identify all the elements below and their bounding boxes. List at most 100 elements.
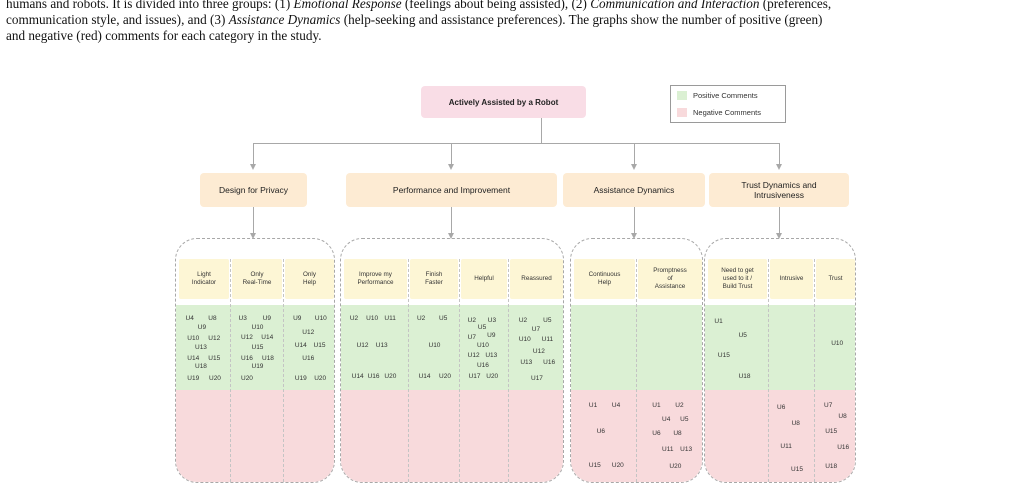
participant-label: U15 bbox=[251, 343, 264, 351]
caption-emotional-response: Emotional Response bbox=[293, 0, 402, 11]
participant-label: U19 bbox=[251, 363, 264, 371]
participant-label: U1 bbox=[652, 402, 661, 410]
participant-label: U4 bbox=[662, 416, 671, 424]
figure-caption: humans and robots. It is divided into th… bbox=[6, 0, 1014, 44]
participant-label: U18 bbox=[825, 463, 838, 471]
group-node: Assistance Dynamics bbox=[563, 173, 705, 207]
subcategory-label: Intrusive bbox=[770, 259, 813, 299]
participant-label: U6 bbox=[777, 403, 786, 411]
branch-line bbox=[253, 143, 254, 165]
participant-label: U5 bbox=[738, 332, 747, 340]
participant-label: U4 bbox=[611, 402, 621, 410]
participant-label: U15 bbox=[313, 342, 326, 350]
group-connector bbox=[634, 207, 635, 235]
participant-label: U16 bbox=[476, 361, 489, 369]
participant-label: U19 bbox=[187, 374, 200, 382]
participant-label: U18 bbox=[195, 363, 207, 371]
participant-label: U2 bbox=[518, 316, 528, 324]
participant-label: U7 bbox=[531, 326, 541, 334]
caption-assistance-dynamics: Assistance Dynamics bbox=[228, 12, 341, 27]
participant-label: U2 bbox=[416, 315, 426, 323]
subcategory-label: Finish Faster bbox=[410, 259, 458, 299]
participant-label: U10 bbox=[187, 334, 200, 342]
caption-text: (preferences, bbox=[759, 0, 832, 11]
branch-line bbox=[634, 143, 635, 165]
participant-label: U19 bbox=[294, 374, 307, 382]
participant-label: U9 bbox=[293, 315, 302, 323]
participant-label: U10 bbox=[251, 323, 264, 331]
participant-label: U14 bbox=[261, 333, 274, 341]
group-connector bbox=[253, 207, 254, 235]
group-node: Trust Dynamics and Intrusiveness bbox=[709, 173, 849, 207]
root-connector bbox=[541, 118, 542, 143]
subcategory-label: Promptness of Assistance bbox=[638, 259, 702, 299]
arrow-icon bbox=[631, 233, 637, 239]
participant-label: U13 bbox=[375, 342, 388, 350]
legend-positive: Positive Comments bbox=[677, 91, 758, 100]
participant-label: U10 bbox=[476, 342, 489, 350]
participant-label: U3 bbox=[487, 316, 497, 324]
subcategory-label: Trust bbox=[816, 259, 855, 299]
group-node: Performance and Improvement bbox=[346, 173, 557, 207]
caption-text: communication style, and issues), and (3… bbox=[6, 12, 229, 27]
column-divider bbox=[814, 259, 815, 482]
participant-label: U16 bbox=[302, 354, 315, 362]
participant-label: U14 bbox=[351, 373, 364, 381]
caption-line-1: humans and robots. It is divided into th… bbox=[6, 0, 1014, 12]
participant-label: U20 bbox=[611, 461, 624, 469]
participant-label: U8 bbox=[838, 412, 847, 420]
arrow-icon bbox=[631, 164, 637, 170]
participant-label: U16 bbox=[241, 354, 253, 362]
participant-label: U18 bbox=[738, 373, 751, 381]
participant-label: U4 bbox=[185, 315, 194, 323]
column-divider bbox=[408, 259, 409, 482]
participant-label: U12 bbox=[241, 333, 253, 341]
participant-label: U12 bbox=[532, 347, 545, 355]
participant-label: U9 bbox=[487, 332, 496, 340]
caption-communication: Communication and Interaction bbox=[590, 0, 760, 11]
participant-label: U15 bbox=[791, 466, 803, 474]
caption-line-2: communication style, and issues), and (3… bbox=[6, 12, 1014, 28]
positive-band bbox=[705, 305, 855, 390]
participant-label: U12 bbox=[467, 352, 480, 360]
participant-label: U11 bbox=[541, 336, 554, 344]
negative-swatch bbox=[677, 108, 687, 117]
root-node: Actively Assisted by a Robot bbox=[421, 86, 586, 118]
participant-label: U5 bbox=[477, 323, 487, 331]
participant-label: U14 bbox=[187, 354, 200, 362]
participant-label: U12 bbox=[208, 334, 221, 342]
participant-label: U10 bbox=[428, 342, 441, 350]
caption-text: (feelings about being assisted), (2) bbox=[401, 0, 591, 11]
column-divider bbox=[230, 259, 231, 482]
arrow-icon bbox=[448, 233, 454, 239]
participant-label: U20 bbox=[439, 373, 451, 381]
subcategory-label: Helpful bbox=[461, 259, 507, 299]
caption-line-3: and negative (red) comments for each cat… bbox=[6, 28, 322, 43]
column-divider bbox=[459, 259, 460, 482]
participant-label: U2 bbox=[675, 402, 684, 410]
caption-text: humans and robots. It is divided into th… bbox=[6, 0, 294, 11]
participant-label: U16 bbox=[543, 359, 556, 367]
participant-label: U18 bbox=[262, 354, 274, 362]
branch-line bbox=[451, 143, 452, 165]
participant-label: U15 bbox=[825, 428, 838, 436]
participant-label: U10 bbox=[314, 315, 327, 323]
legend: Positive Comments Negative Comments bbox=[670, 85, 786, 123]
arrow-icon bbox=[776, 164, 782, 170]
participant-label: U7 bbox=[467, 333, 476, 341]
participant-label: U20 bbox=[669, 463, 682, 471]
group-connector bbox=[779, 207, 780, 235]
participant-label: U1 bbox=[588, 402, 598, 410]
participant-label: U5 bbox=[543, 316, 552, 324]
branch-bar bbox=[253, 143, 780, 144]
subcategory-label: Only Help bbox=[285, 259, 334, 299]
participant-label: U14 bbox=[418, 373, 431, 381]
group-connector bbox=[451, 207, 452, 235]
participant-label: U9 bbox=[262, 315, 271, 323]
participant-label: U5 bbox=[439, 315, 448, 323]
legend-positive-label: Positive Comments bbox=[693, 91, 758, 100]
column-divider bbox=[508, 259, 509, 482]
participant-label: U11 bbox=[662, 446, 674, 454]
